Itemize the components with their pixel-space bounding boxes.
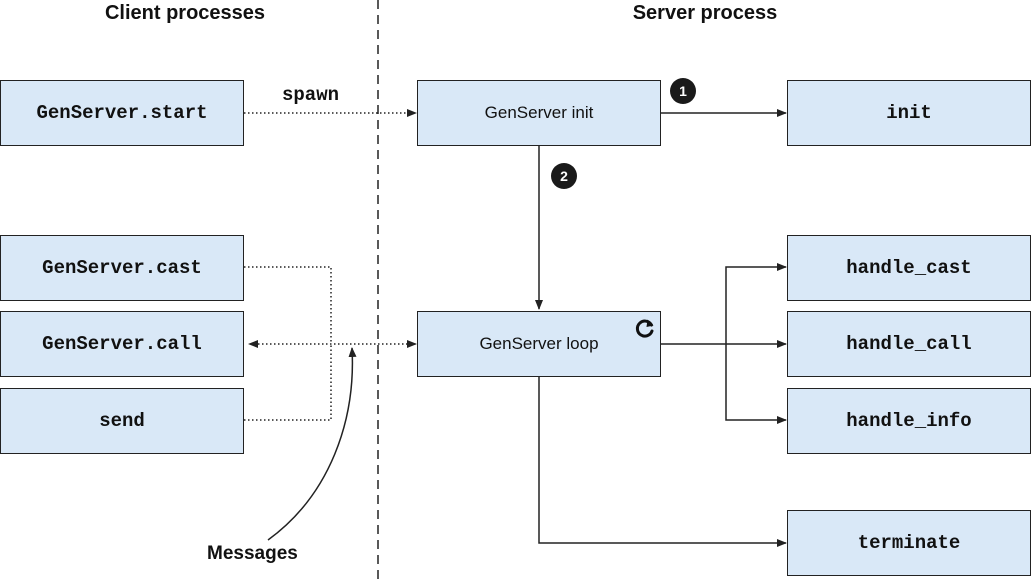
genserver-call-label: GenServer.call [42, 333, 202, 355]
genserver-cast-label: GenServer.cast [42, 257, 202, 279]
genserver-start-label: GenServer.start [36, 102, 208, 124]
genserver-call-box: GenServer.call [0, 311, 244, 377]
handle-cast-label: handle_cast [846, 257, 972, 279]
genserver-init-label: GenServer init [484, 103, 594, 122]
loop-to-cast-arrow [725, 263, 787, 344]
handle-call-label: handle_call [846, 333, 972, 355]
send-box: send [0, 388, 244, 454]
init-callback-label: init [886, 102, 932, 124]
init-callback-box: init [787, 80, 1031, 146]
send-message-line [244, 344, 332, 421]
messages-pointer [267, 347, 357, 541]
genserver-start-box: GenServer.start [0, 80, 244, 146]
genserver-loop-box: GenServer loop [417, 311, 661, 377]
terminate-box: terminate [787, 510, 1031, 576]
handle-info-label: handle_info [846, 410, 972, 432]
loop-to-info-arrow [725, 344, 787, 424]
terminate-label: terminate [857, 532, 961, 554]
step-1-badge: 1 [670, 78, 696, 104]
messages-label: Messages [207, 543, 298, 564]
refresh-icon [635, 319, 654, 338]
client-processes-header: Client processes [104, 2, 266, 24]
step-2-badge: 2 [551, 163, 577, 189]
handle-call-box: handle_call [787, 311, 1031, 377]
spawn-label: spawn [282, 84, 340, 106]
handle-info-box: handle_info [787, 388, 1031, 454]
cast-message-line [244, 266, 332, 344]
send-label: send [99, 410, 145, 432]
loop-to-terminate-arrow [538, 376, 787, 547]
call-reply-arrowhead [248, 340, 258, 348]
genserver-init-box: GenServer init [417, 80, 661, 146]
server-process-header: Server process [632, 2, 778, 24]
handle-cast-box: handle_cast [787, 235, 1031, 301]
genserver-loop-label: GenServer loop [479, 334, 599, 353]
genserver-cast-box: GenServer.cast [0, 235, 244, 301]
